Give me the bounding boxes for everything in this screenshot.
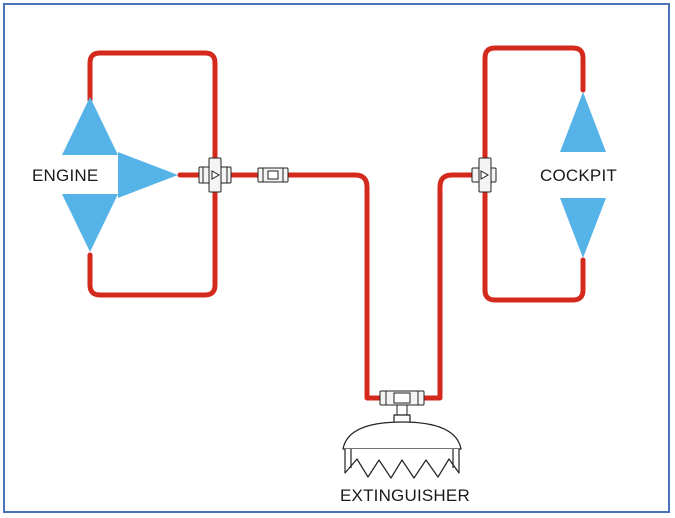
extinguisher-tee-fitting xyxy=(379,390,425,416)
check-valve-fitting xyxy=(257,167,289,183)
cockpit-nozzle-up-icon xyxy=(560,92,606,152)
cockpit-tee-fitting xyxy=(471,157,497,193)
pipe-network xyxy=(87,45,586,401)
main-supply-pipe xyxy=(177,172,383,401)
diagram-frame xyxy=(3,3,670,513)
engine-label: ENGINE xyxy=(32,166,99,185)
cockpit-nozzle-down-icon xyxy=(560,198,606,258)
extinguisher-label: EXTINGUISHER xyxy=(340,486,470,505)
fittings xyxy=(198,157,497,416)
engine-nozzle-up-icon xyxy=(62,97,118,155)
engine-nozzle-right-icon xyxy=(118,152,178,198)
engine-nozzles xyxy=(62,97,178,252)
cockpit-supply-pipe xyxy=(417,172,488,401)
engine-nozzle-down-icon xyxy=(62,194,118,252)
extinguisher-bottle-icon xyxy=(342,414,462,479)
cockpit-label: COCKPIT xyxy=(540,166,617,185)
cockpit-nozzles xyxy=(560,92,606,258)
engine-tee-fitting xyxy=(198,157,232,193)
